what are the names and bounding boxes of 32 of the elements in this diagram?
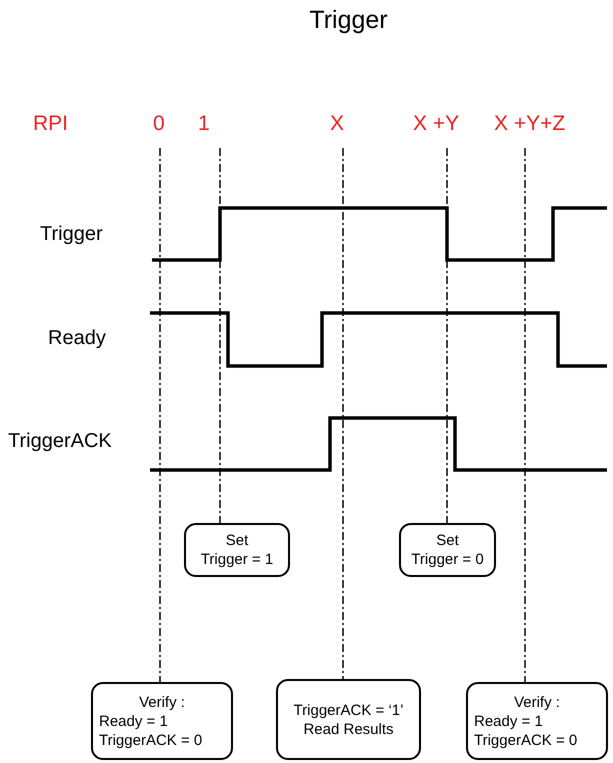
- dash-dot-line: [159, 148, 161, 682]
- note-text: Trigger = 1: [200, 550, 274, 569]
- time-label: 0: [153, 112, 165, 136]
- note-heading: Verify :: [138, 692, 186, 712]
- time-label: X: [330, 112, 344, 136]
- dash-dot-line: [342, 148, 344, 679]
- signal-name: TriggerACK: [8, 430, 112, 453]
- note-text: Ready = 1: [99, 712, 169, 730]
- note-text: Read Results: [302, 720, 395, 738]
- note-box: [91, 682, 233, 760]
- note-text: TriggerACK = ‘1’: [292, 700, 404, 720]
- note-text: Set: [224, 531, 250, 550]
- note-text: Set: [435, 531, 460, 550]
- time-label: 1: [198, 112, 210, 136]
- note-text: Trigger = 0: [410, 550, 485, 569]
- signal-name: Trigger: [40, 223, 103, 246]
- signal-name: Ready: [48, 327, 106, 350]
- dash-dot-line: [219, 148, 221, 523]
- note-text: TriggerACK = 0: [99, 730, 204, 750]
- note-box: [399, 523, 496, 577]
- dash-dot-line: [524, 148, 526, 682]
- dash-dot-line: [446, 148, 448, 523]
- time-label: X +Y+Z: [494, 112, 566, 136]
- timeline-label: RPI: [33, 112, 68, 136]
- note-box: [466, 682, 608, 760]
- note-heading: Verify :: [513, 692, 561, 712]
- note-box: [276, 679, 421, 760]
- note-text: Ready = 1: [474, 712, 544, 730]
- note-text: TriggerACK = 0: [474, 730, 578, 750]
- time-label: X +Y: [413, 112, 460, 136]
- title: Trigger: [308, 6, 389, 35]
- note-box: [184, 523, 290, 577]
